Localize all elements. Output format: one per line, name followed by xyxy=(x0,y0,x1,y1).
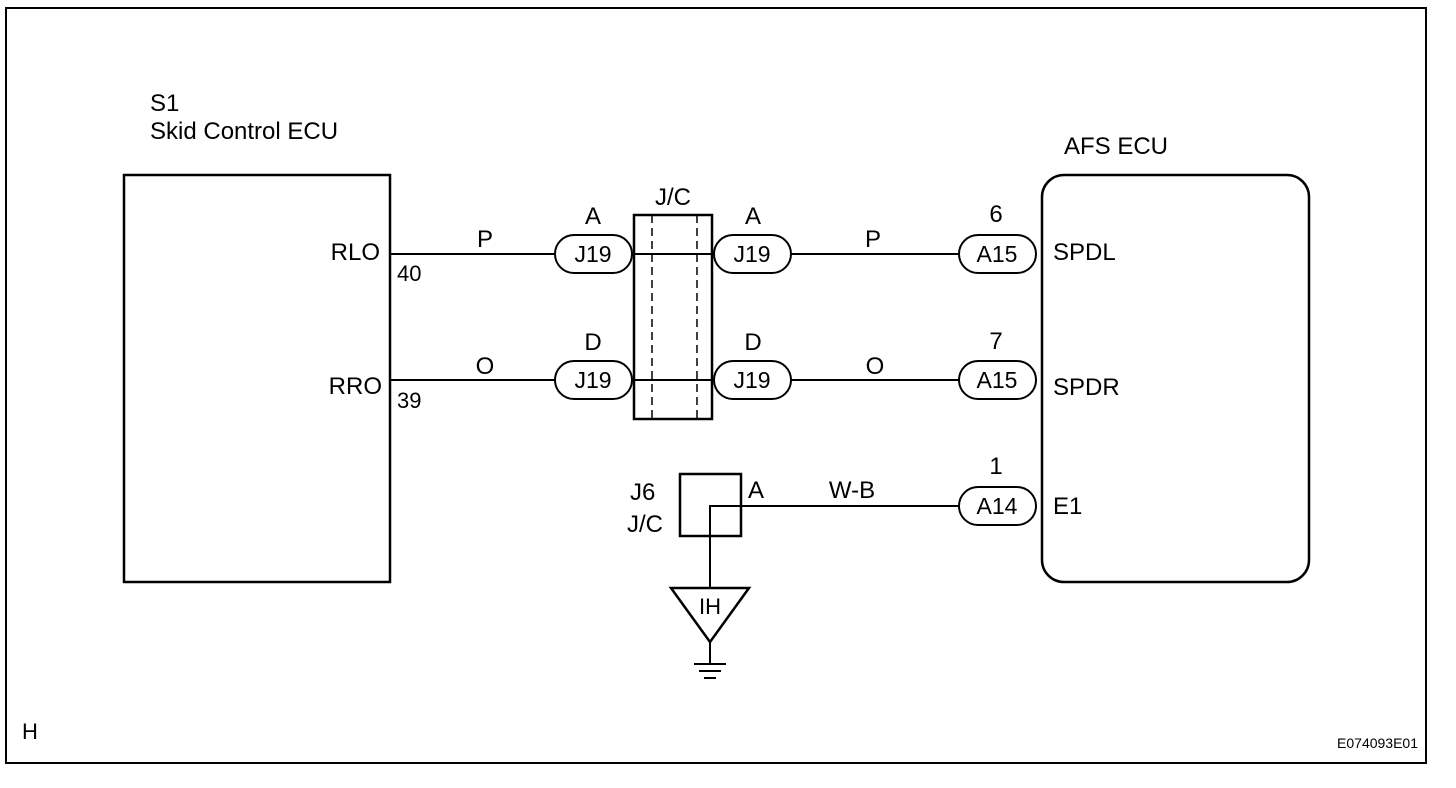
conn-spdr-pin: 7 xyxy=(989,328,1002,355)
afs-pin-e1: E1 xyxy=(1053,493,1082,520)
conn-br-code: J19 xyxy=(733,367,770,393)
wire-label-wb: W-B xyxy=(829,477,875,504)
j6-ref: J6 xyxy=(630,479,655,506)
wire-label-o2: O xyxy=(866,353,885,380)
ground-label: IH xyxy=(699,594,721,619)
afs-ecu-box xyxy=(1040,173,1311,584)
wire-label-o1: O xyxy=(476,353,495,380)
wire-label-p2: P xyxy=(865,226,881,253)
jc-label: J/C xyxy=(655,184,691,211)
conn-bl-pin: D xyxy=(584,329,601,356)
footer-code: E074093E01 xyxy=(1337,735,1418,751)
conn-spdl-pin: 6 xyxy=(989,201,1002,228)
j6-type: J/C xyxy=(627,511,663,538)
conn-e1-pin: 1 xyxy=(989,453,1002,480)
skid-pin-rro-num: 39 xyxy=(397,388,421,413)
j6-pin: A xyxy=(748,477,764,504)
afs-pin-spdr: SPDR xyxy=(1053,374,1120,401)
jc-box xyxy=(632,213,714,421)
conn-tr-pin: A xyxy=(745,203,761,230)
conn-bl xyxy=(554,360,633,400)
conn-spdl xyxy=(958,234,1037,274)
skid-ecu-box xyxy=(122,173,392,584)
skid-pin-rro: RRO xyxy=(329,373,382,400)
skid-ecu-ref: S1 xyxy=(150,90,179,117)
afs-pin-spdl: SPDL xyxy=(1053,239,1116,266)
skid-pin-rlo-num: 40 xyxy=(397,261,421,286)
afs-ecu-name: AFS ECU xyxy=(1064,133,1168,160)
conn-spdr xyxy=(958,360,1037,400)
diagram-frame xyxy=(5,7,1427,764)
footer-left: H xyxy=(22,719,38,744)
conn-tr-code: J19 xyxy=(733,241,770,267)
j6-internal-wire xyxy=(709,505,741,590)
skid-pin-rlo: RLO xyxy=(331,239,380,266)
conn-spdr-code: A15 xyxy=(977,367,1018,393)
conn-br-pin: D xyxy=(744,329,761,356)
skid-ecu-name: Skid Control ECU xyxy=(150,118,338,145)
wire-label-p1: P xyxy=(477,226,493,253)
conn-br xyxy=(713,360,792,400)
conn-tr xyxy=(713,234,792,274)
conn-tl xyxy=(554,234,633,274)
ground-point-icon xyxy=(668,586,752,645)
conn-spdl-code: A15 xyxy=(977,241,1018,267)
ground-symbol-icon xyxy=(694,663,726,679)
conn-bl-code: J19 xyxy=(574,367,611,393)
conn-e1-code: A14 xyxy=(977,493,1018,519)
conn-tl-code: J19 xyxy=(574,241,611,267)
conn-tl-pin: A xyxy=(585,203,601,230)
